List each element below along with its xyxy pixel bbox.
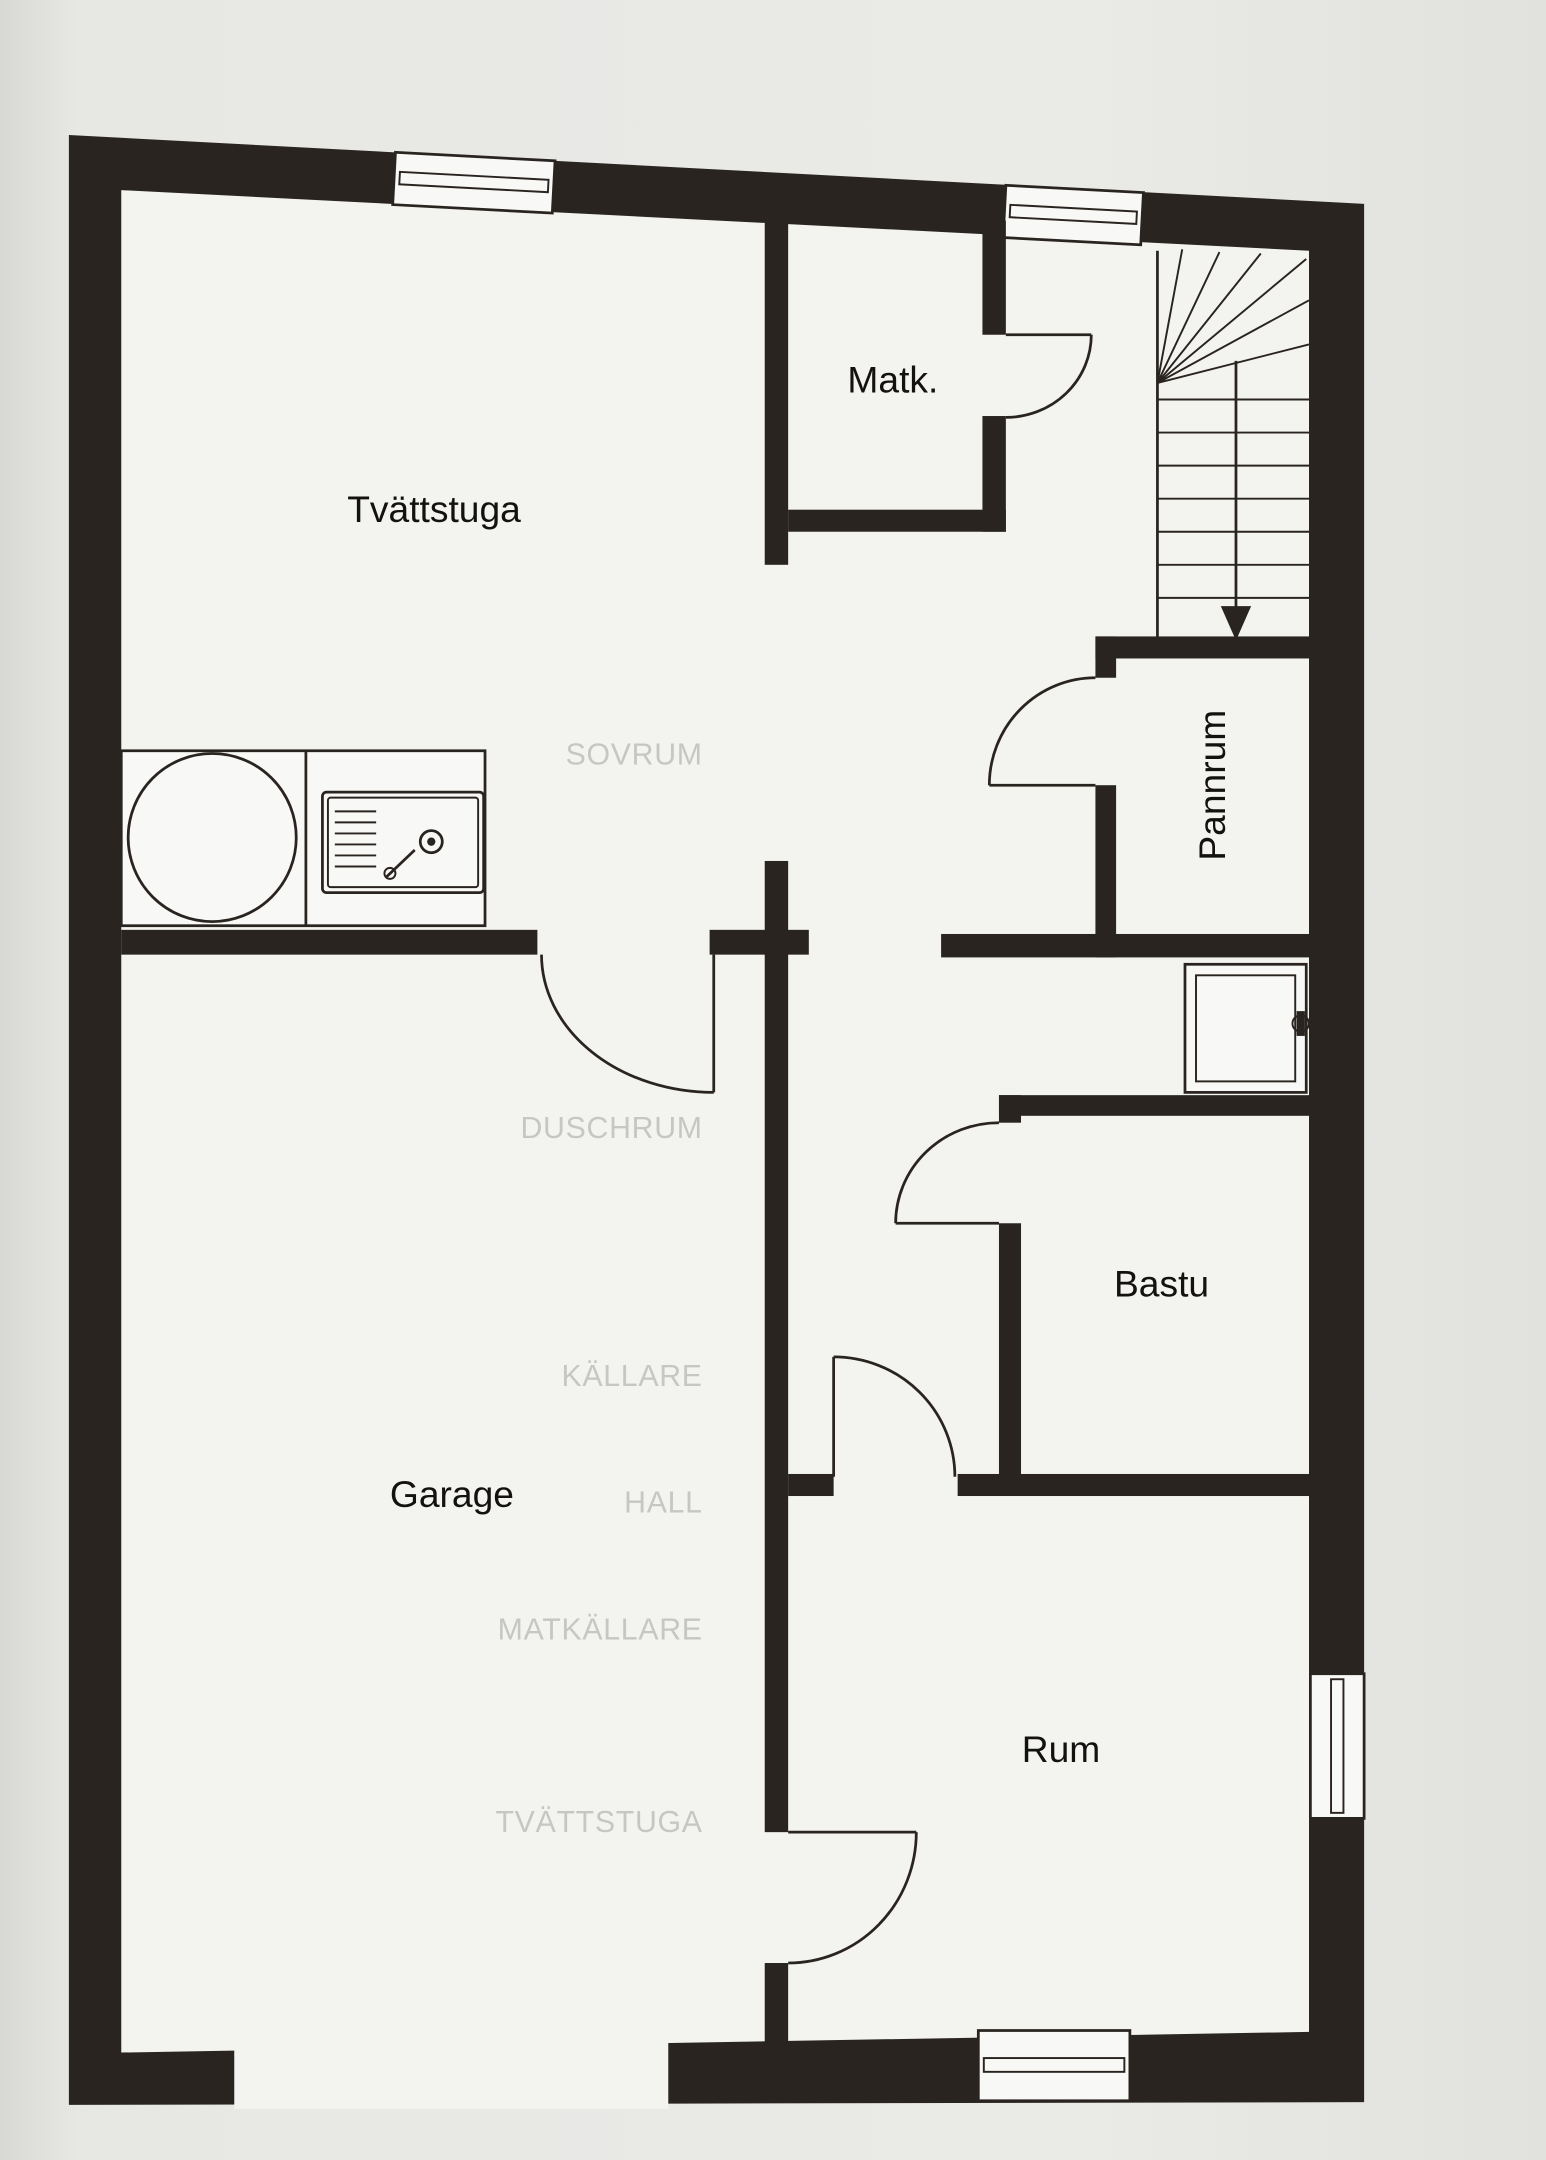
- staircase: [1156, 249, 1310, 641]
- window-right: [1309, 1672, 1366, 1820]
- door-sauna: [894, 1121, 999, 1225]
- stair-winder: [1157, 343, 1310, 384]
- wall-boiler-left-upper: [1095, 636, 1117, 678]
- ghost-text: KÄLLARE: [561, 1360, 702, 1393]
- ghost-text: DUSCHRUM: [520, 1112, 702, 1145]
- door-room: [788, 1830, 918, 1965]
- room-label-boiler-room: Pannrum: [1191, 710, 1233, 861]
- window-top-left: [391, 150, 557, 215]
- wall-room-top: [957, 1473, 1310, 1497]
- garage-door-opening: [234, 2040, 669, 2110]
- wall-room-top-stub: [788, 1473, 834, 1497]
- wall-garage-hall: [764, 860, 789, 1833]
- sink-icon: [321, 790, 486, 895]
- wall-garage-room-lower: [764, 1963, 789, 2042]
- shower-tap-icon: [1296, 1011, 1305, 1036]
- wall-boiler-left-lower: [1095, 785, 1117, 958]
- room-label-laundry: Tvättstuga: [347, 488, 521, 530]
- wall-sauna-left-upper: [998, 1095, 1022, 1123]
- wall-boiler-bottom: [941, 933, 1310, 958]
- stair-winder: [1156, 249, 1184, 384]
- stair-winder: [1156, 258, 1307, 384]
- wall-sauna-left-lower: [998, 1223, 1022, 1485]
- stair-winder: [1156, 252, 1262, 384]
- floor-area: [121, 190, 1310, 2053]
- room-label-pantry: Matk.: [847, 359, 938, 401]
- door-hall: [832, 1355, 957, 1477]
- window-top-right: [1001, 183, 1145, 247]
- stair-winder: [1156, 251, 1221, 384]
- ghost-text: MATKÄLLARE: [498, 1613, 703, 1646]
- window-bottom: [976, 2029, 1132, 2103]
- stair-direction-arrow-icon: [1220, 606, 1252, 641]
- wall-boiler-top: [1095, 636, 1310, 659]
- door-laundry-garage: [540, 954, 716, 1094]
- door-boiler-room: [987, 676, 1096, 787]
- ghost-text: SOVRUM: [566, 739, 703, 772]
- wall-sauna-top: [998, 1095, 1310, 1116]
- stair-winder: [1156, 299, 1310, 384]
- laundry-counter: [119, 749, 487, 928]
- show-through-text: SOVRUM DUSCHRUM KÄLLARE HALL MATKÄLLARE …: [495, 739, 702, 1840]
- door-pantry: [1005, 333, 1093, 419]
- wall-laundry-garage: [121, 929, 538, 955]
- washing-machine-icon: [126, 752, 298, 923]
- wall-laundry-pantry: [764, 206, 789, 565]
- wall-pantry-bottom: [788, 509, 1006, 532]
- ghost-text: HALL: [624, 1487, 703, 1520]
- room-label-sauna: Bastu: [1114, 1262, 1209, 1304]
- wall-pantry-right-upper: [982, 220, 1006, 335]
- wall-pantry-right-lower: [982, 416, 1006, 532]
- room-label-garage: Garage: [390, 1473, 514, 1515]
- wall-laundry-garage-stub: [709, 929, 809, 955]
- ghost-text: TVÄTTSTUGA: [495, 1806, 702, 1839]
- shower-fixture: [1183, 962, 1310, 1094]
- room-label-room: Rum: [1022, 1728, 1101, 1770]
